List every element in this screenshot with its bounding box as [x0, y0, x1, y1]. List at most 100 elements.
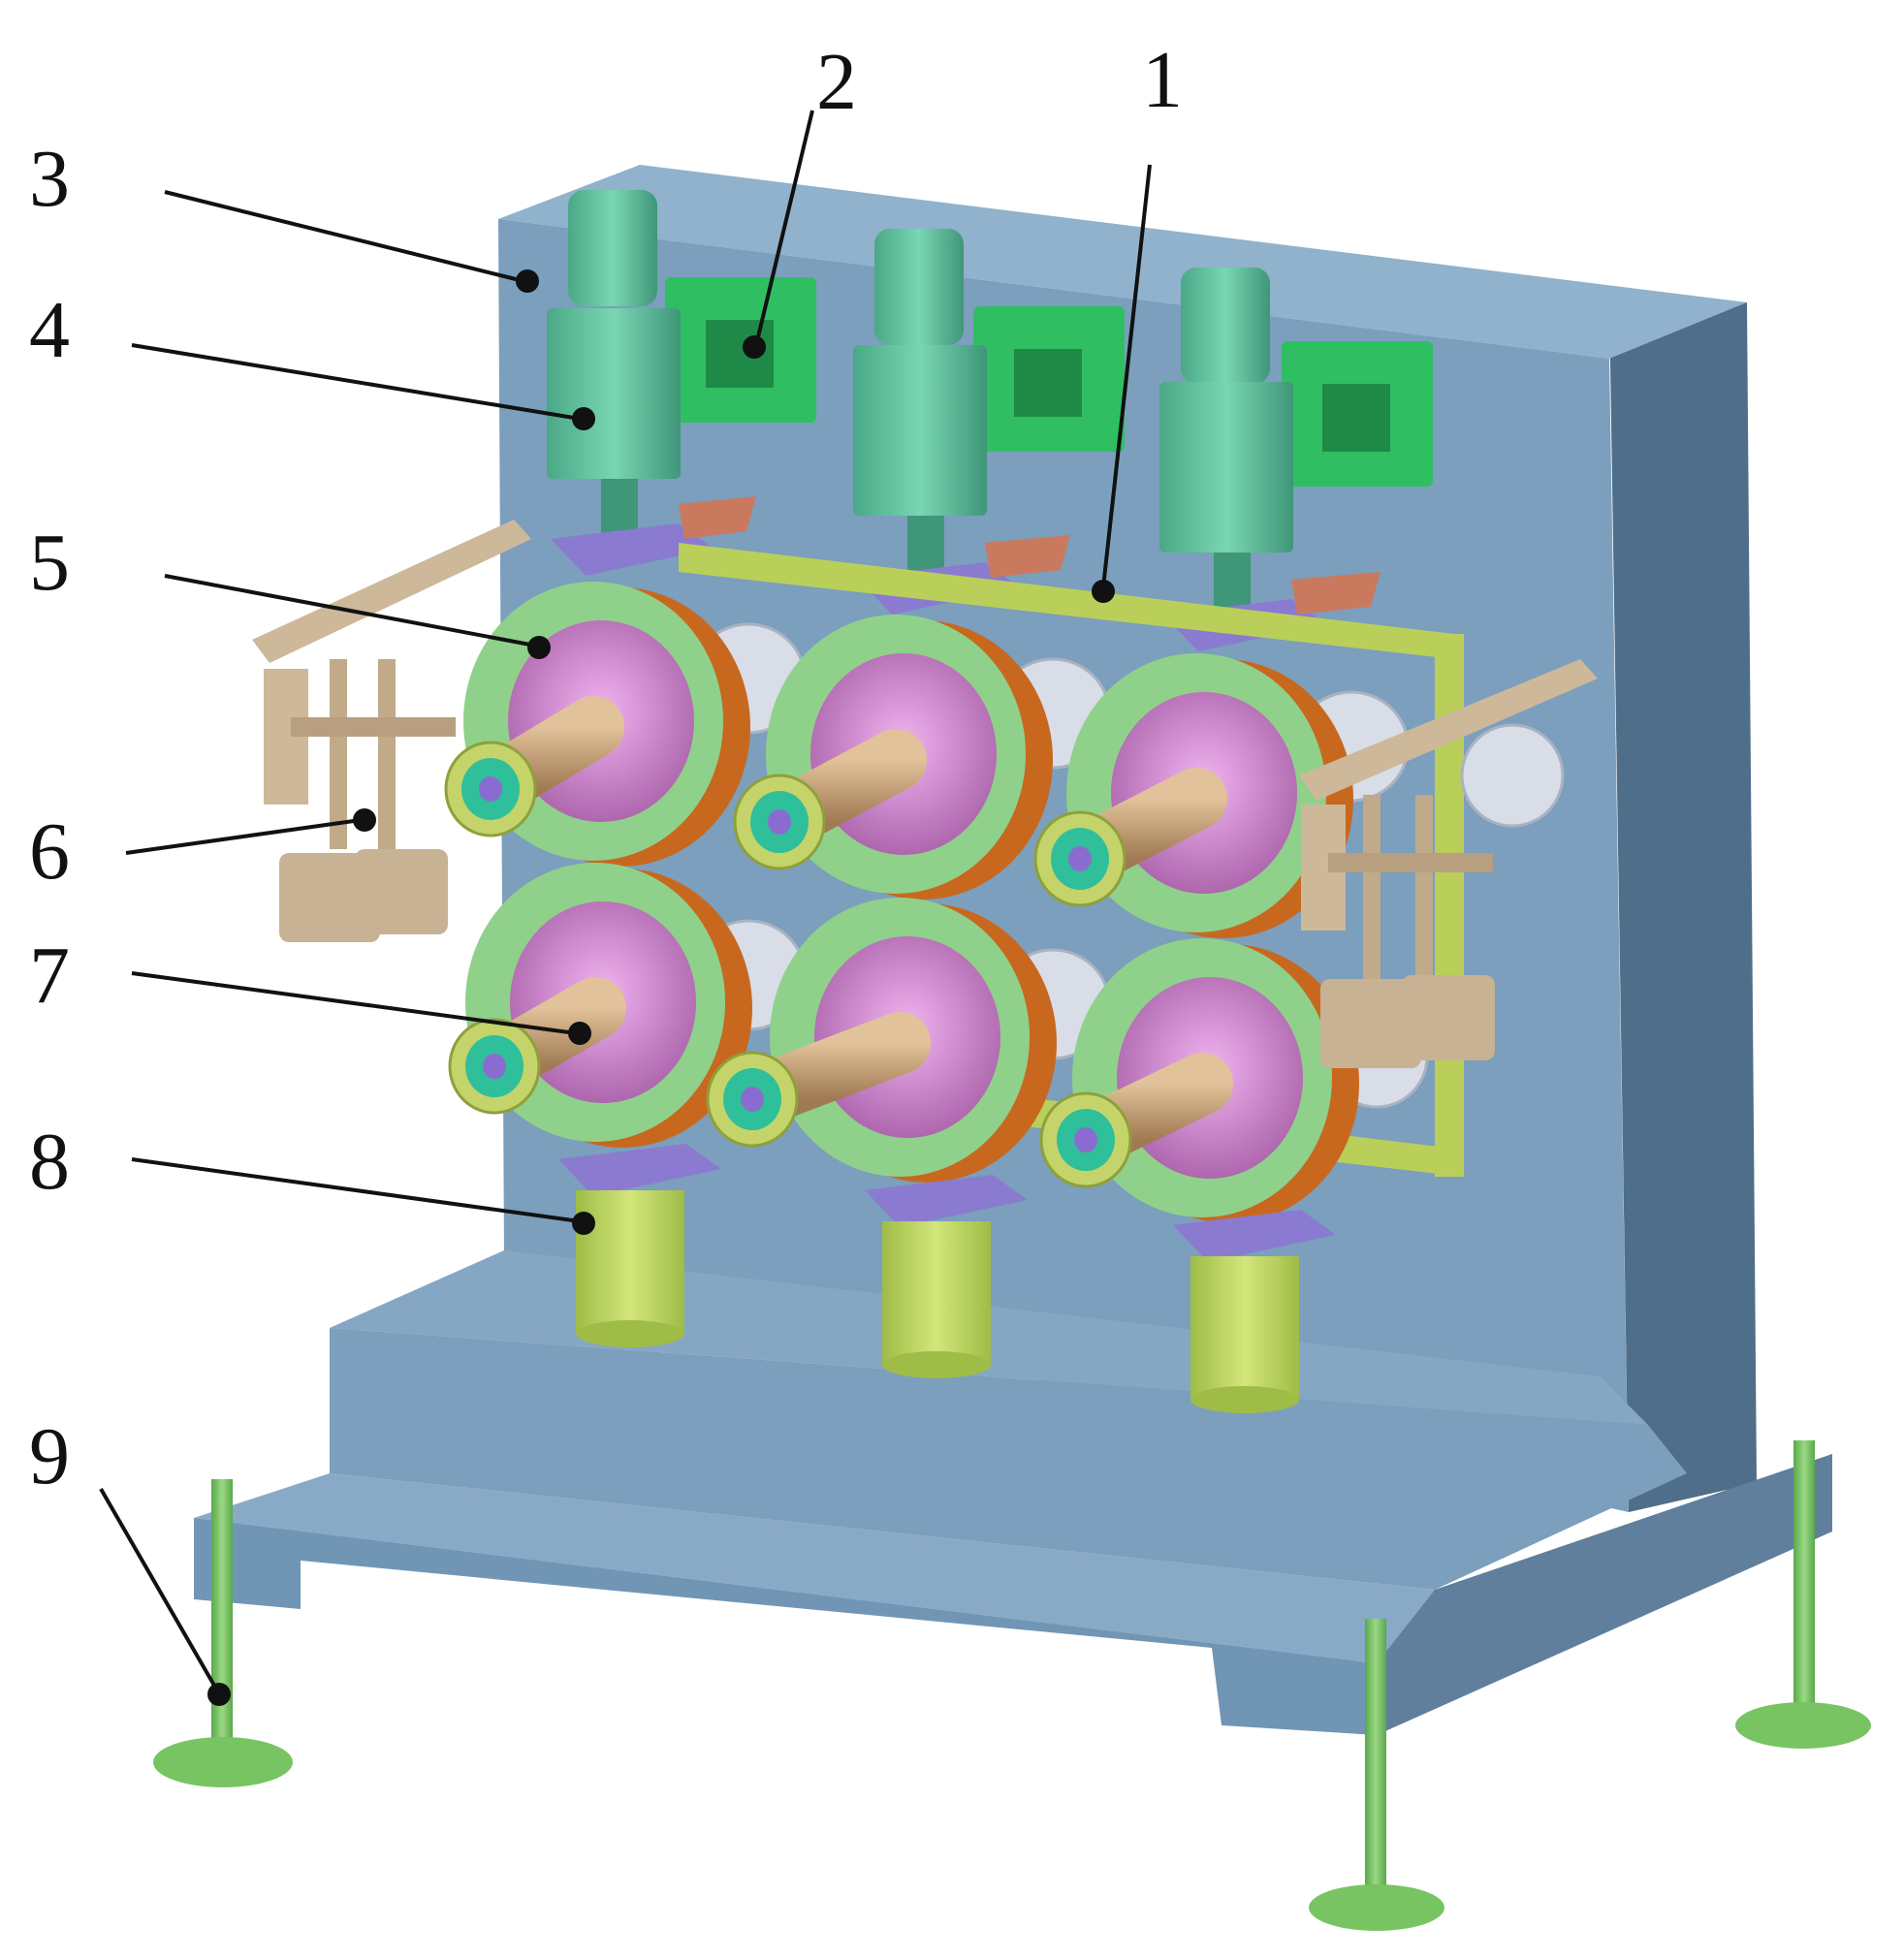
leader-dot-8	[572, 1212, 595, 1235]
motor-body	[853, 345, 987, 516]
leader-dot-1	[1092, 580, 1115, 603]
motor-group-3	[1159, 268, 1433, 651]
platform-front	[194, 1518, 1377, 1735]
leader-dot-7	[568, 1022, 591, 1045]
shaft-end-center	[768, 809, 791, 835]
guide-rail	[252, 520, 531, 663]
callouts: 1 2 3 4 5 6 7 8 9	[29, 35, 1183, 1706]
base-front-face	[330, 1328, 1687, 1590]
foot-rod	[211, 1479, 233, 1751]
motor-cap	[1181, 268, 1270, 384]
support-cylinders	[558, 1144, 1336, 1413]
callout-label-5: 5	[29, 518, 70, 608]
grinding-wheel	[444, 582, 750, 867]
bracket-window	[1322, 384, 1390, 452]
shaft-end-center	[479, 776, 502, 802]
callout-label-3: 3	[29, 134, 70, 224]
leader-line-4	[131, 343, 581, 421]
shaft-end-center	[1074, 1127, 1097, 1153]
grinding-wheels	[444, 582, 1359, 1223]
frame-top-face	[498, 165, 1747, 359]
support-cylinder-1	[558, 1144, 721, 1347]
cylinder-body	[882, 1221, 991, 1365]
leader-line-7	[131, 971, 577, 1035]
guide-weight	[1320, 979, 1421, 1068]
grinding-wheel	[706, 898, 1057, 1183]
clamp-block	[558, 1144, 721, 1196]
grinding-wheel	[1039, 938, 1359, 1223]
motor-cap	[568, 190, 657, 306]
grinding-wheel	[448, 863, 752, 1148]
leveling-feet	[153, 1440, 1871, 1931]
motor-cap	[874, 229, 964, 345]
leveling-foot	[1735, 1440, 1871, 1749]
guide-weight	[355, 849, 448, 934]
platform-top	[194, 1473, 1435, 1663]
frame-side-face	[1609, 302, 1757, 1512]
guide-post	[378, 659, 396, 849]
support-cylinder-3	[1173, 1210, 1336, 1413]
shaft-end-center	[1068, 846, 1092, 871]
leader-dot-2	[743, 335, 766, 359]
guide-rail	[1299, 659, 1598, 801]
leader-line-3	[164, 190, 524, 283]
plate-brown	[985, 535, 1070, 578]
leader-line-2	[754, 110, 814, 346]
leader-dot-3	[516, 269, 539, 293]
foot-rod	[1793, 1440, 1815, 1721]
guide-bar	[291, 717, 456, 737]
leader-line-9	[99, 1488, 219, 1691]
guide-post	[1363, 795, 1380, 985]
callout-label-9: 9	[29, 1411, 70, 1501]
wire-guide-right	[1299, 659, 1598, 1068]
cylinder-base	[882, 1351, 991, 1378]
leader-dot-6	[353, 808, 376, 832]
grinding-wheel	[733, 615, 1053, 900]
leveling-foot	[1309, 1619, 1444, 1931]
foot-pad	[153, 1737, 293, 1787]
leader-dot-9	[207, 1683, 231, 1706]
cylinder-body	[576, 1190, 684, 1334]
clamp-block	[865, 1175, 1028, 1227]
motor-body	[547, 308, 681, 479]
foot-pad	[1309, 1884, 1444, 1931]
cylinder-base	[576, 1320, 684, 1347]
leader-line-6	[125, 818, 362, 855]
bracket-window	[1014, 349, 1082, 417]
platform-right-block	[1377, 1454, 1832, 1735]
plate-brown	[679, 496, 756, 539]
cylinder-body	[1190, 1256, 1299, 1400]
wire-guide-left	[252, 520, 531, 942]
callout-label-2: 2	[816, 37, 857, 127]
leveling-foot	[153, 1479, 293, 1787]
motor-group-1	[547, 190, 816, 576]
plate-brown	[1291, 572, 1380, 615]
foot-pad	[1735, 1702, 1871, 1749]
grinding-wheel	[1033, 653, 1353, 938]
clamp-block	[1173, 1210, 1336, 1262]
guide-weight	[1402, 975, 1495, 1060]
guide-post	[1415, 795, 1433, 985]
callout-label-6: 6	[29, 806, 70, 897]
upper-link-bar	[679, 543, 1454, 659]
support-cylinder-2	[865, 1175, 1028, 1378]
motor-group-2	[853, 229, 1125, 615]
leader-dot-4	[572, 407, 595, 430]
cylinder-base	[1190, 1386, 1299, 1413]
foot-rod	[1365, 1619, 1386, 1900]
leader-dot-5	[527, 636, 551, 659]
leader-line-1	[1101, 164, 1152, 588]
motor-body	[1159, 382, 1293, 553]
callout-label-1: 1	[1142, 35, 1183, 125]
shaft-end-center	[483, 1054, 506, 1079]
callout-label-7: 7	[29, 931, 70, 1021]
leader-line-5	[164, 574, 536, 647]
guide-post	[330, 659, 347, 849]
guide-bar	[1328, 853, 1493, 872]
callout-label-8: 8	[29, 1117, 70, 1207]
clamp-block	[551, 523, 714, 576]
leader-line-8	[131, 1157, 581, 1223]
callout-label-4: 4	[29, 285, 70, 375]
pulley	[1460, 723, 1565, 828]
